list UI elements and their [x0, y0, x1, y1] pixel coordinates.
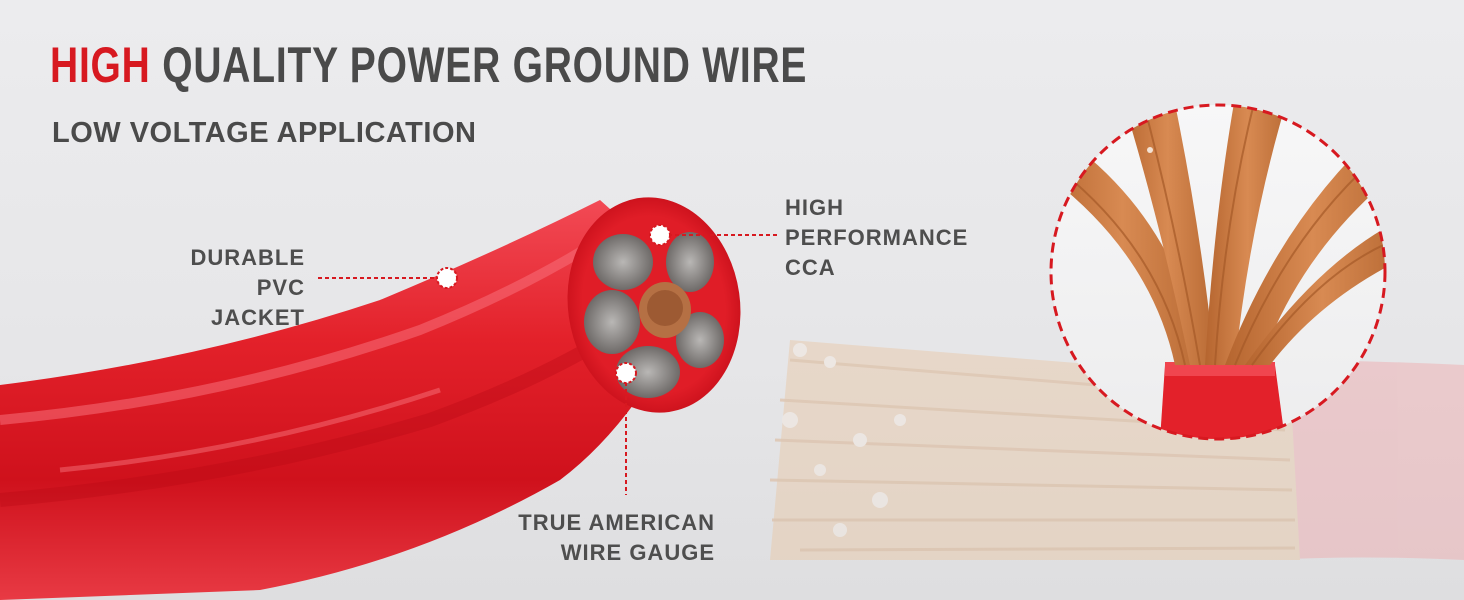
conductor-strands	[584, 232, 724, 398]
callout-conductor-line-1: HIGH	[785, 195, 844, 220]
callout-conductor: HIGH PERFORMANCE CCA	[785, 193, 1015, 283]
headline-rest: QUALITY POWER GROUND WIRE	[162, 37, 808, 93]
headline: HIGH QUALITY POWER GROUND WIRE	[50, 40, 807, 90]
cable-cross-section	[567, 197, 741, 413]
jacket-marker	[436, 267, 458, 289]
headline-accent: HIGH	[50, 37, 151, 93]
callout-jacket-line-2: PVC JACKET	[210, 275, 305, 330]
subheadline: LOW VOLTAGE APPLICATION	[52, 117, 477, 149]
zoom-copper-strands	[1049, 103, 1387, 441]
cable-body	[0, 200, 700, 600]
callout-jacket: DURABLE PVC JACKET	[160, 243, 305, 333]
callout-gauge-line-2: WIRE GAUGE	[560, 540, 715, 565]
callout-gauge: TRUE AMERICAN WIRE GAUGE	[460, 508, 715, 568]
callout-conductor-line-2: PERFORMANCE	[785, 225, 969, 250]
cca-marker	[649, 224, 671, 246]
callout-jacket-line-1: DURABLE	[190, 245, 305, 270]
callout-gauge-line-1: TRUE AMERICAN	[518, 510, 715, 535]
gauge-marker	[615, 362, 637, 384]
callout-conductor-line-3: CCA	[785, 255, 836, 280]
callout-leaders	[318, 224, 778, 495]
